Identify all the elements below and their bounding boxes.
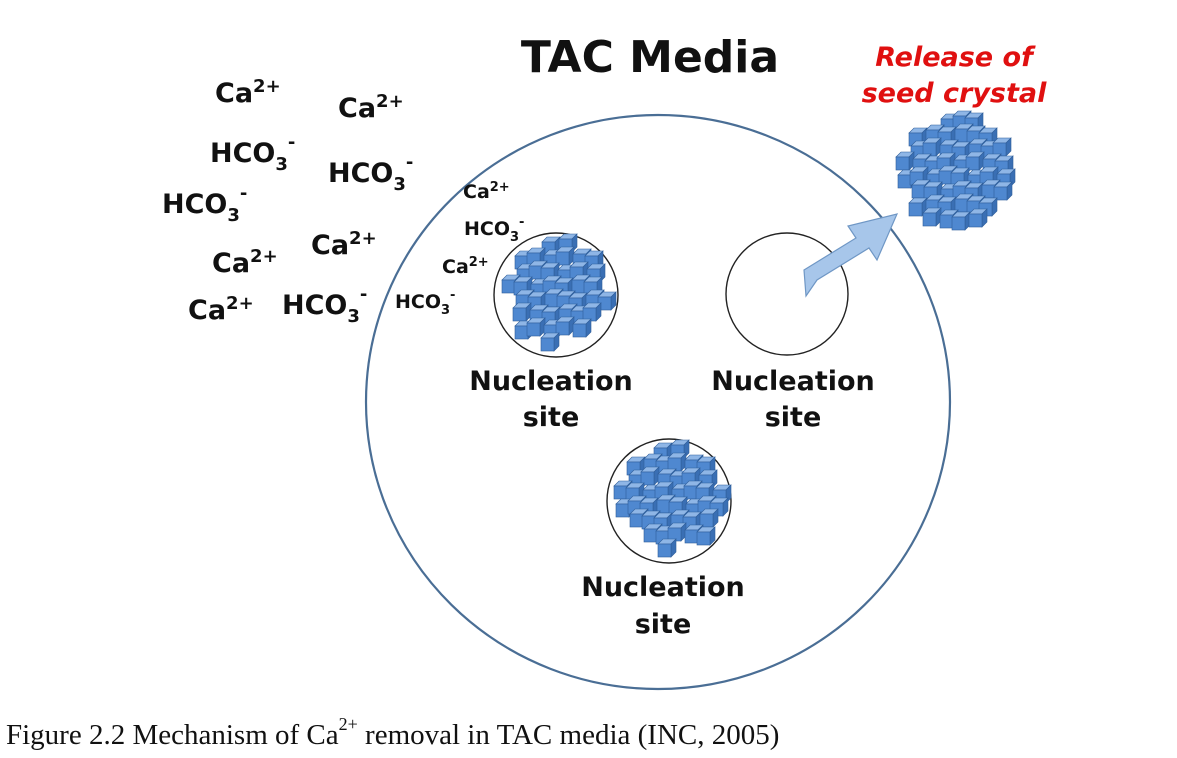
crystal-cube xyxy=(965,151,985,171)
crystal-cube xyxy=(922,137,942,157)
release-arrow xyxy=(803,213,899,298)
crystal-cube xyxy=(922,207,942,227)
crystal-cube xyxy=(954,123,974,143)
seed-crystal xyxy=(895,110,1016,231)
crystal-cube xyxy=(699,508,719,528)
tac-media-circle xyxy=(364,113,952,691)
figure-caption: Figure 2.2 Mechanism of Ca2+ removal in … xyxy=(6,714,779,751)
ion-ca: Ca2+ xyxy=(311,228,377,261)
crystal-cube xyxy=(908,197,928,217)
crystal-cube xyxy=(696,526,716,546)
crystal-cube xyxy=(555,246,575,266)
ion-ca: Ca2+ xyxy=(215,76,281,109)
crystal-cube xyxy=(555,316,575,336)
ion-group-inside: Ca2+ HCO3- Ca2+ HCO3- xyxy=(395,180,524,318)
ion-hco3: HCO3- xyxy=(395,288,455,318)
release-label-line1: Release of xyxy=(875,42,1036,73)
crystal-cube xyxy=(657,538,677,558)
crystal-cube xyxy=(572,318,592,338)
crystal-cube xyxy=(895,151,915,171)
nucleation-site-right xyxy=(725,232,849,356)
ion-group-outside: Ca2+ Ca2+ HCO3- HCO3- HCO3- Ca2+ Ca2+ Ca… xyxy=(162,76,413,327)
ion-hco3: HCO3- xyxy=(328,152,413,195)
crystal-cube xyxy=(968,208,988,228)
ion-ca: Ca2+ xyxy=(212,246,278,279)
ion-ca: Ca2+ xyxy=(188,293,254,326)
crystal-cube xyxy=(582,302,602,322)
crystal-cube xyxy=(526,317,546,337)
ion-ca: Ca2+ xyxy=(338,91,404,124)
crystal-cube xyxy=(993,181,1013,201)
crystal-cube xyxy=(992,137,1012,157)
crystal-cluster xyxy=(613,439,732,558)
ion-hco3: HCO3- xyxy=(464,215,524,245)
title: TAC Media xyxy=(521,32,779,83)
crystal-cube xyxy=(667,452,687,472)
ion-hco3: HCO3- xyxy=(210,132,295,175)
nucleation-site-left xyxy=(493,232,619,358)
crystal-cube xyxy=(540,332,560,352)
crystal-cube xyxy=(640,466,660,486)
nucleation-label: Nucleation xyxy=(581,572,745,603)
crystal-cube xyxy=(978,197,998,217)
crystal-cube xyxy=(667,522,687,542)
crystal-cube xyxy=(513,276,533,296)
crystal-cube xyxy=(512,302,532,322)
nucleation-label: Nucleation xyxy=(711,366,875,397)
release-label-line2: seed crystal xyxy=(862,78,1048,109)
nucleation-label: site xyxy=(635,609,692,640)
crystal-cluster xyxy=(501,233,617,352)
ion-ca: Ca2+ xyxy=(442,255,489,278)
ion-ca: Ca2+ xyxy=(463,180,510,203)
nucleation-site-bottom xyxy=(606,438,732,564)
nucleation-label: site xyxy=(523,402,580,433)
nucleation-label: Nucleation xyxy=(469,366,633,397)
ion-hco3: HCO3- xyxy=(162,183,247,226)
ion-hco3: HCO3- xyxy=(282,284,367,327)
nucleation-label: site xyxy=(765,402,822,433)
crystal-cube xyxy=(951,211,971,231)
